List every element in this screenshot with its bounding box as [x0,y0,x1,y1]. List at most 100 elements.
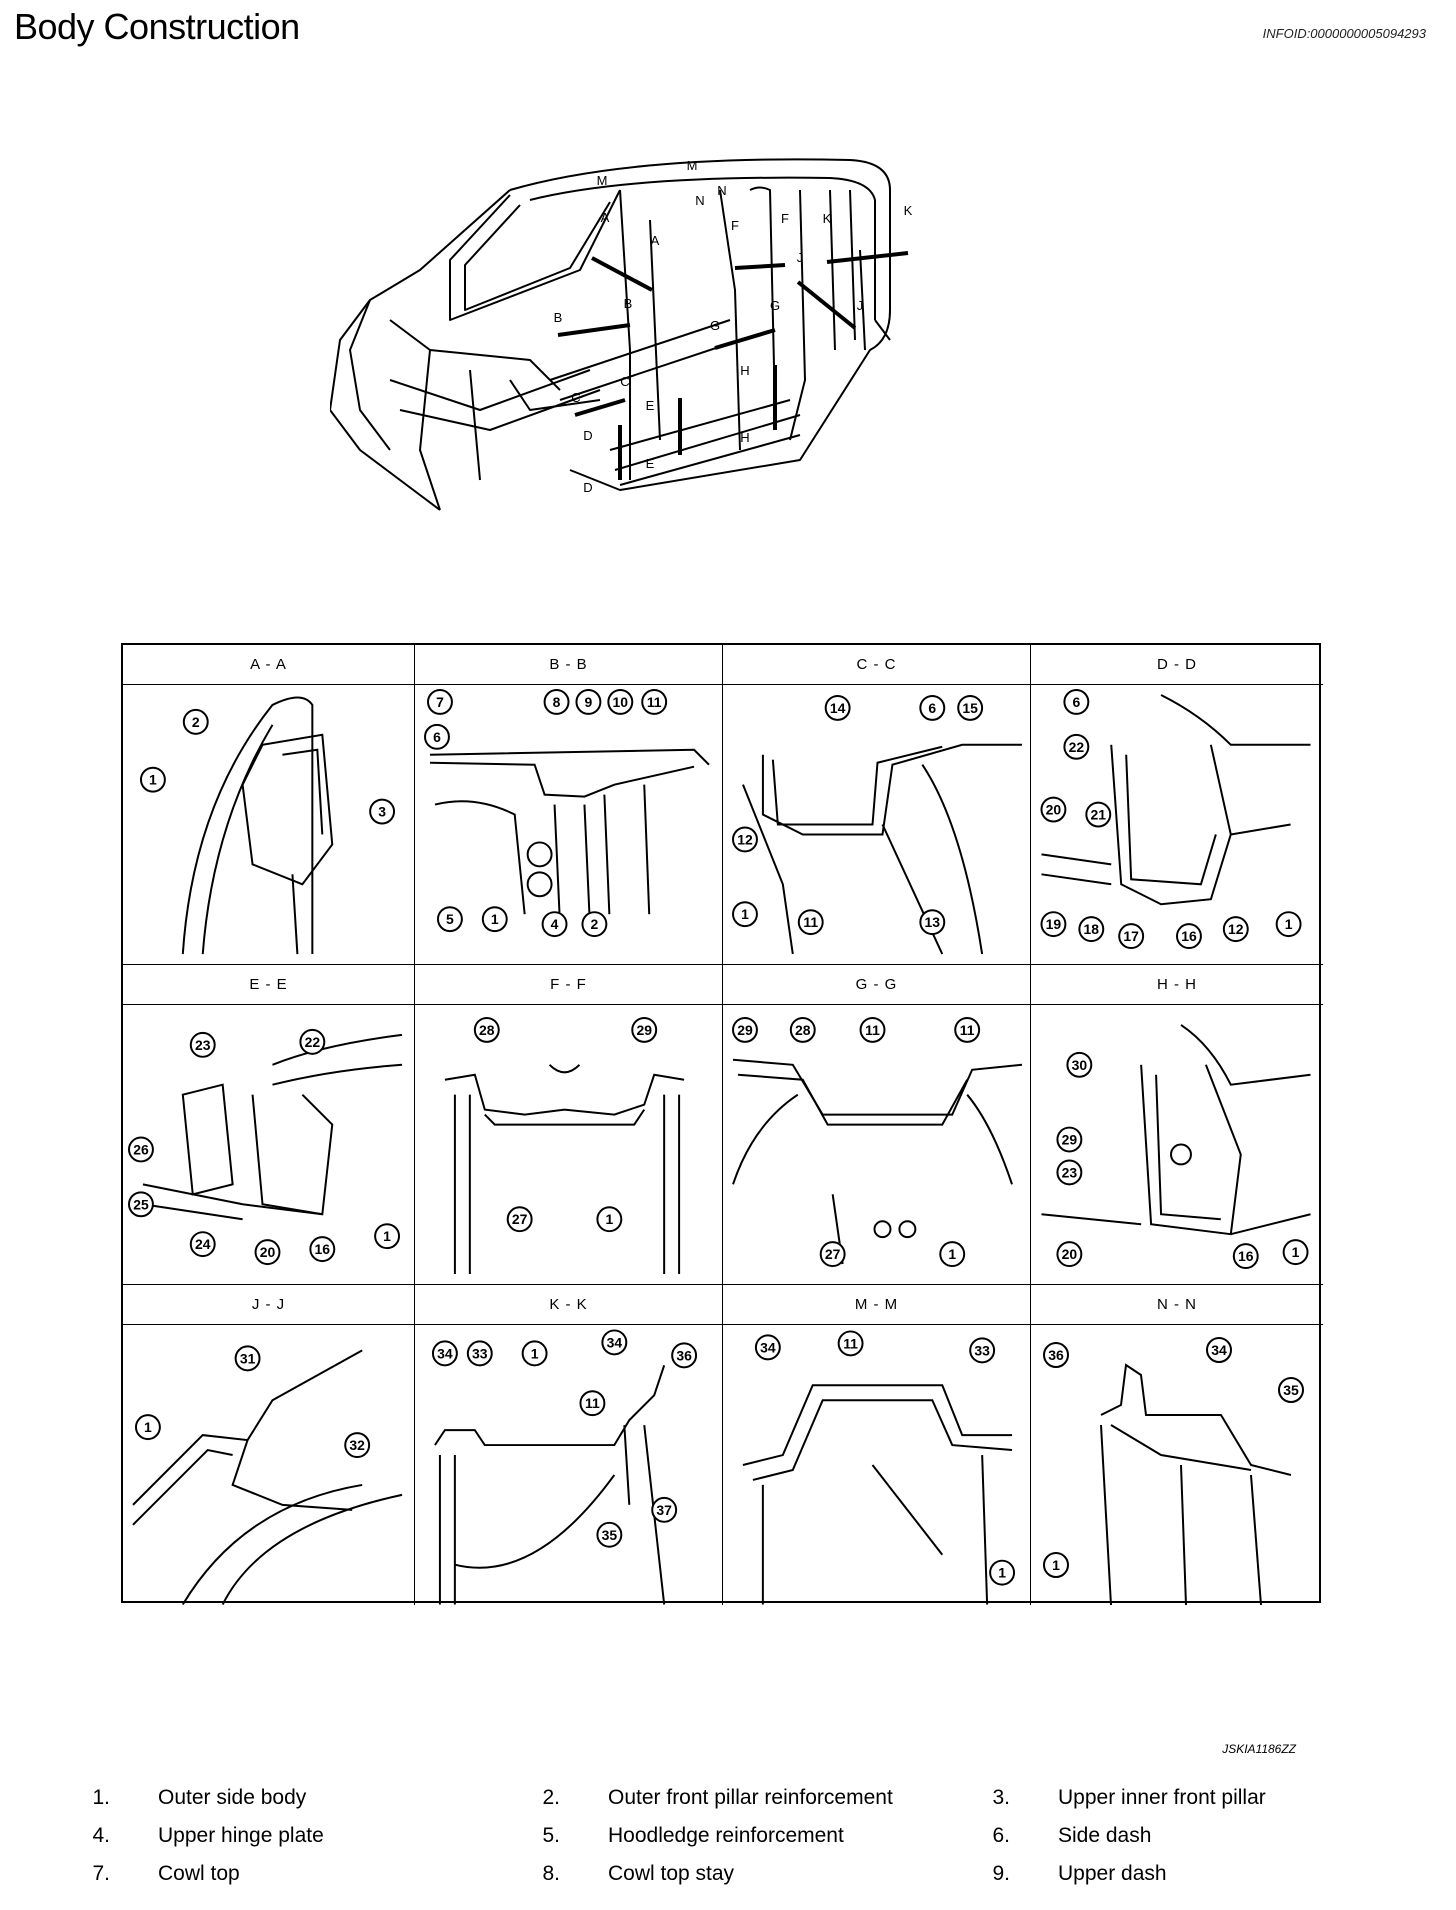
section-label-f-f: F - F [415,965,723,1005]
svg-text:4: 4 [551,916,559,932]
legend-item: 3.Upper inner front pillar [992,1786,1266,1809]
legend-item: 2.Outer front pillar reinforcement [542,1786,893,1809]
section-view-a-a: 2 1 3 [123,685,415,965]
section-view-e-e: 23 22 26 25 24 20 16 1 [123,1005,415,1285]
section-label-g-g: G - G [723,965,1031,1005]
svg-text:5: 5 [446,911,454,927]
svg-text:18: 18 [1084,921,1100,937]
svg-text:27: 27 [825,1246,841,1262]
svg-text:34: 34 [1211,1342,1227,1358]
svg-text:27: 27 [512,1211,528,1227]
svg-text:12: 12 [1228,921,1244,937]
marker-m: M [597,173,608,188]
svg-text:20: 20 [1046,802,1062,818]
svg-text:36: 36 [676,1347,692,1363]
svg-text:29: 29 [737,1022,753,1038]
section-label-c-c: C - C [723,645,1031,685]
svg-text:35: 35 [602,1527,618,1543]
svg-text:15: 15 [962,700,978,716]
section-label-n-n: N - N [1031,1285,1323,1325]
svg-text:37: 37 [656,1502,672,1518]
svg-text:10: 10 [613,694,629,710]
marker-h: H [740,363,749,378]
marker-j2: J [857,298,864,313]
info-id: INFOID:0000000005094293 [1262,26,1426,41]
section-view-f-f: 28 29 27 1 [415,1005,723,1285]
section-label-j-j: J - J [123,1285,415,1325]
section-view-k-k: 34 33 1 34 36 11 37 35 [415,1325,723,1605]
marker-f: F [731,218,739,233]
section-label-d-d: D - D [1031,645,1323,685]
svg-text:34: 34 [437,1345,453,1361]
svg-text:19: 19 [1046,916,1062,932]
marker-n: N [717,183,726,198]
svg-text:28: 28 [479,1022,495,1038]
section-view-m-m: 34 11 33 1 [723,1325,1031,1605]
marker-n2: N [695,193,704,208]
svg-text:35: 35 [1283,1382,1299,1398]
legend-item: 4.Upper hinge plate [92,1824,324,1847]
section-label-e-e: E - E [123,965,415,1005]
svg-text:1: 1 [1285,916,1293,932]
svg-text:16: 16 [1238,1248,1254,1264]
svg-text:9: 9 [585,694,593,710]
svg-text:7: 7 [436,694,444,710]
svg-text:16: 16 [1181,928,1197,944]
svg-text:20: 20 [1062,1246,1078,1262]
svg-text:13: 13 [925,914,941,930]
marker-d2: D [583,480,592,495]
page-title: Body Construction [14,6,300,47]
marker-h2: H [740,430,749,445]
section-label-a-a: A - A [123,645,415,685]
svg-text:33: 33 [974,1342,990,1358]
legend-item: 9.Upper dash [992,1862,1167,1885]
marker-c2: C [620,374,629,389]
svg-text:34: 34 [760,1339,776,1355]
svg-text:2: 2 [192,714,200,730]
section-view-g-g: 29 28 11 11 27 1 [723,1005,1031,1285]
svg-text:11: 11 [585,1395,600,1411]
marker-a2: A [651,233,660,248]
section-view-d-d: 6 22 20 21 19 18 17 16 12 1 [1031,685,1323,965]
svg-text:29: 29 [1062,1132,1078,1148]
svg-text:1: 1 [149,772,157,788]
section-views-grid: A - A B - B C - C D - D 2 1 3 [121,643,1323,1605]
body-overview-diagram: M M N N A A B B C C D D E E F F G G H H … [330,158,913,511]
svg-text:11: 11 [960,1022,975,1038]
legend-item: 7.Cowl top [92,1862,240,1885]
svg-text:1: 1 [948,1246,956,1262]
svg-text:17: 17 [1123,928,1139,944]
marker-k: K [823,211,832,226]
legend-item: 1.Outer side body [92,1786,307,1809]
svg-text:28: 28 [795,1022,811,1038]
svg-text:1: 1 [741,906,749,922]
svg-text:1: 1 [531,1345,539,1361]
svg-text:2: 2 [591,916,599,932]
svg-text:25: 25 [133,1196,149,1212]
marker-g2: G [770,298,780,313]
svg-text:14: 14 [830,700,846,716]
svg-text:11: 11 [647,694,662,710]
section-label-m-m: M - M [723,1285,1031,1325]
svg-text:1: 1 [144,1419,152,1435]
svg-text:1: 1 [1292,1244,1300,1260]
section-label-b-b: B - B [415,645,723,685]
section-view-c-c: 14 6 15 12 1 11 13 [723,685,1031,965]
marker-b2: B [624,296,633,311]
legend-item: 8.Cowl top stay [542,1862,735,1885]
svg-text:34: 34 [607,1334,623,1350]
marker-e: E [646,398,655,413]
svg-text:20: 20 [260,1244,276,1260]
marker-g: G [710,318,720,333]
marker-j: J [797,250,804,265]
section-view-n-n: 36 34 35 1 [1031,1325,1323,1605]
svg-text:3: 3 [378,804,386,820]
svg-text:33: 33 [472,1345,488,1361]
svg-text:6: 6 [1072,694,1080,710]
svg-text:8: 8 [553,694,561,710]
legend-item: 6.Side dash [992,1824,1152,1847]
svg-text:1: 1 [383,1228,391,1244]
svg-text:16: 16 [315,1241,331,1257]
section-view-h-h: 30 29 23 20 16 1 [1031,1005,1323,1285]
svg-text:23: 23 [1062,1164,1078,1180]
